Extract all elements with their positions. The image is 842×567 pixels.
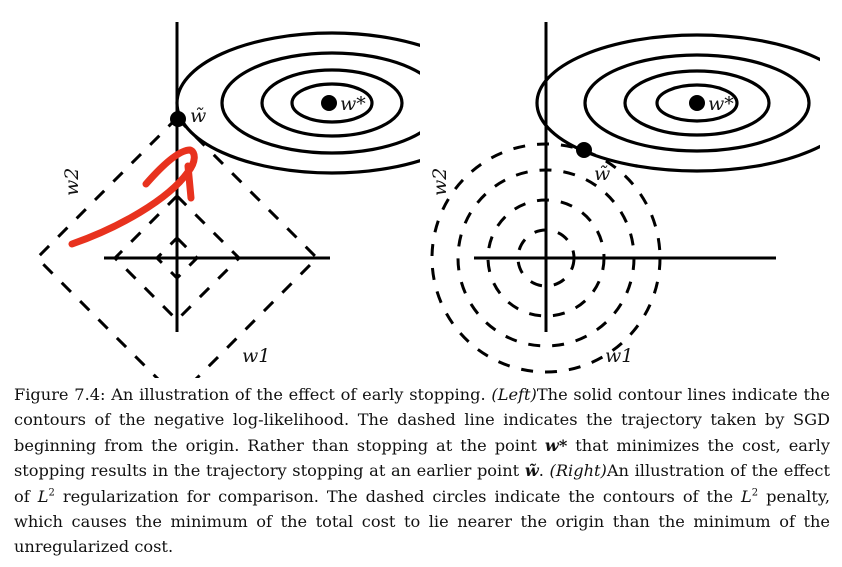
left-x-axis-label: w1 xyxy=(242,345,270,367)
caption-intro: An illustration of the effect of early s… xyxy=(105,385,492,404)
caption-figure-label: Figure 7.4: xyxy=(14,385,106,404)
left-diamond-3 xyxy=(34,115,320,378)
caption-right-tag: (Right) xyxy=(549,461,607,481)
left-optimum-label: w* xyxy=(340,93,366,115)
right-stop-point-dot xyxy=(576,142,592,158)
caption-left-text-1: The solid contour lines indicate the con… xyxy=(14,385,830,455)
right-contour-3 xyxy=(623,69,771,137)
caption-right-text-2: regularization for comparison. The dashe… xyxy=(54,486,742,506)
left-y-axis-label: w2 xyxy=(61,168,83,196)
caption-right-text-1: An illustration of the effect of xyxy=(14,461,830,506)
right-circle-4 xyxy=(430,142,662,374)
caption-w-star: w* xyxy=(544,435,568,455)
left-diamond-2 xyxy=(112,193,242,323)
left-dashed-diamonds xyxy=(34,115,320,378)
caption-l2-a: L xyxy=(37,486,49,506)
right-panel: w* w̃ w1 w2 xyxy=(429,22,820,374)
red-arrow-head xyxy=(184,162,195,202)
caption-right-text-3: penalty, which causes the minimum of the… xyxy=(14,486,830,557)
red-arrow-shaft xyxy=(68,146,198,248)
right-x-axis-label: w1 xyxy=(605,345,633,367)
red-annotation-arrow xyxy=(68,146,198,248)
caption-l2-b: L xyxy=(741,486,752,506)
caption-left-text-3: . xyxy=(538,461,544,481)
left-stop-point-label: w̃ xyxy=(190,105,206,127)
right-contour-2 xyxy=(583,53,811,153)
left-optimum-dot xyxy=(321,95,337,111)
left-diamond-1 xyxy=(154,235,200,281)
right-dashed-circles xyxy=(430,142,662,374)
caption-l2-a-sup: 2 xyxy=(48,487,55,499)
right-stop-point-label: w̃ xyxy=(594,163,610,185)
right-optimum-dot xyxy=(689,95,705,111)
right-circle-1 xyxy=(516,228,576,288)
left-contour-4 xyxy=(290,82,374,124)
right-circle-2 xyxy=(486,198,606,318)
left-contour-3 xyxy=(260,68,404,138)
right-y-axis-label: w2 xyxy=(429,168,451,196)
right-contour-1 xyxy=(535,33,820,173)
caption-w-tilde: w̃ xyxy=(524,461,539,481)
left-panel: w* w̃ w1 w2 xyxy=(34,22,420,378)
left-contour-2 xyxy=(220,51,420,155)
figure-illustration: w* w̃ w1 w2 w* w̃ xyxy=(34,22,820,378)
right-contour-4 xyxy=(655,83,739,123)
caption-l2-b-sup: 2 xyxy=(751,487,759,499)
caption-left-tag: (Left) xyxy=(491,385,537,404)
right-circle-3 xyxy=(456,168,636,348)
left-stop-point-dot xyxy=(170,111,186,127)
caption-left-text-2: that minimizes the cost, early stopping … xyxy=(14,435,830,481)
right-solid-contours xyxy=(535,33,820,173)
figure-caption: Figure 7.4: An illustration of the effec… xyxy=(14,382,830,560)
right-optimum-label: w* xyxy=(708,93,734,115)
